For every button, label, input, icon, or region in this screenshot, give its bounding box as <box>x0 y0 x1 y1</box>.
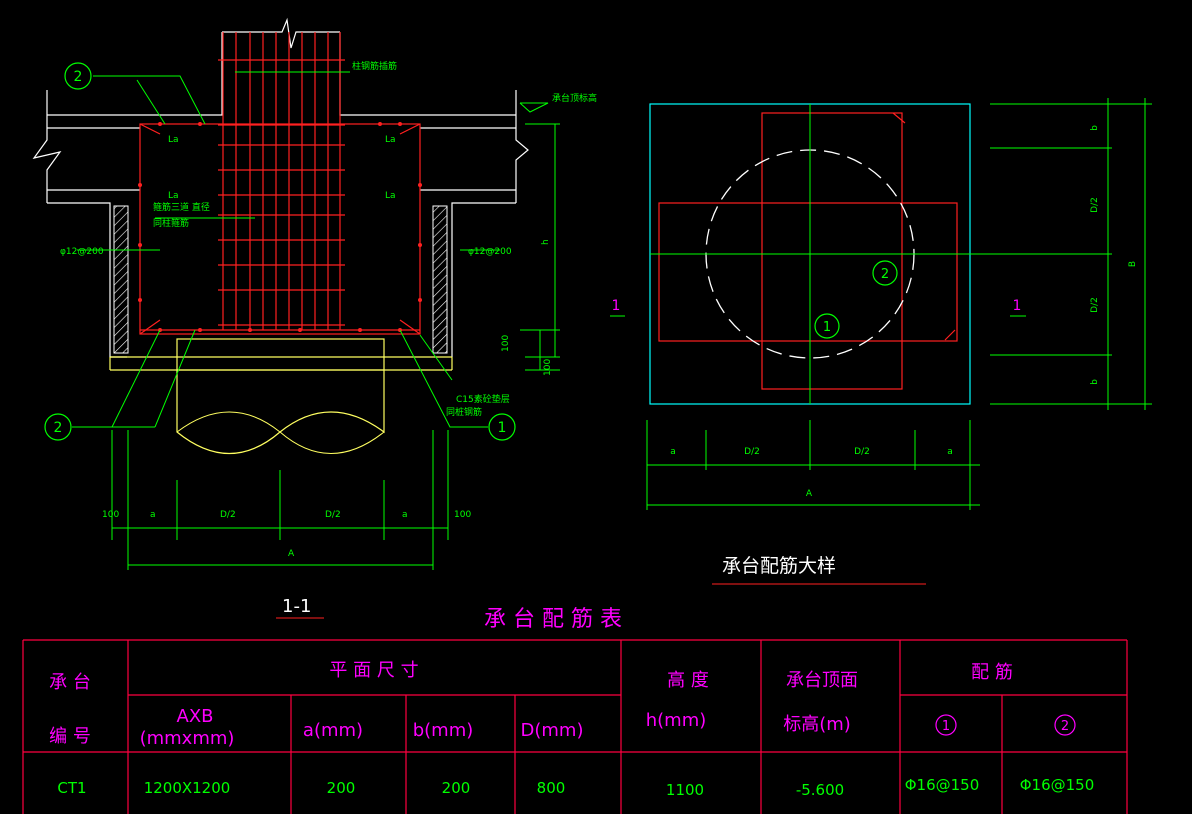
hdr-id-1: 承 台 <box>49 672 91 693</box>
rebar-dots <box>138 122 422 332</box>
table-row: CT1 1200X1200 200 200 800 1100 -5.600 Φ1… <box>57 776 1094 799</box>
marker-2-bottom-circle <box>44 413 72 441</box>
marker-1-circle <box>488 413 516 441</box>
marker-1-label: 1 <box>498 420 507 436</box>
hdr-d: D(mm) <box>521 720 584 741</box>
rebar-right-label: φ12@200 <box>468 247 512 257</box>
cell-d: 800 <box>537 779 566 797</box>
hdr-b: b(mm) <box>413 720 474 741</box>
hdr-r1-circle <box>935 714 957 736</box>
dim-a-right: a <box>402 510 408 520</box>
right-wall-hatch <box>432 205 448 354</box>
plan-axes <box>610 98 1152 510</box>
stirrup-note-1: 箍筋三道 直径 <box>153 201 210 213</box>
cell-r2: Φ16@150 <box>1020 776 1095 794</box>
hdr-plan: 平 面 尺 寸 <box>329 660 418 681</box>
dim-d2-left: D/2 <box>220 510 236 520</box>
rebar-cage <box>139 32 421 335</box>
la-label-4: La <box>385 191 396 201</box>
rebar-table: 承 台 配 筋 表 承 台 编 号 平 面 尺 寸 AXB (mmxmm) a(… <box>22 607 1128 814</box>
cell-id: CT1 <box>57 779 86 797</box>
cell-h: 1100 <box>666 781 704 799</box>
cushion-note: C15素砼垫层 <box>456 393 510 405</box>
dim-a-left: a <box>150 510 156 520</box>
cell-a: 200 <box>327 779 356 797</box>
hdr-id-2: 编 号 <box>49 726 91 747</box>
pile-note: 同桩钢筋 <box>446 406 482 418</box>
hdr-a: a(mm) <box>303 720 363 741</box>
table-title: 承 台 配 筋 表 <box>484 607 622 632</box>
dim-A: A <box>288 549 295 559</box>
hdr-axb-2: (mmxmm) <box>140 728 235 749</box>
hdr-axb-1: AXB <box>177 706 214 727</box>
plan-title: 承台配筋大样 <box>722 555 836 577</box>
plan-dim-a-left: a <box>670 447 676 457</box>
top-note: 柱钢筋插筋 <box>352 60 397 72</box>
hdr-elev-2: 标高(m) <box>783 714 851 735</box>
plan-markers <box>814 260 898 339</box>
table-grid <box>22 639 1128 814</box>
plan-marker-1-circle <box>814 313 840 339</box>
hdr-h-2: h(mm) <box>646 710 707 731</box>
hdr-r2: 2 <box>1061 719 1069 734</box>
dim-100-v1: 100 <box>501 335 511 352</box>
stirrup-note-2: 同柱箍筋 <box>153 217 189 229</box>
cell-axb: 1200X1200 <box>144 779 231 797</box>
left-wall-hatch <box>113 205 129 354</box>
plan-rebar <box>658 112 958 390</box>
cell-r1: Φ16@150 <box>905 776 980 794</box>
hdr-elev-1: 承台顶面 <box>786 670 858 691</box>
plan-marker-2-circle <box>872 260 898 286</box>
plan-dim-A: A <box>806 489 813 499</box>
plan-dim-d2-bottom: D/2 <box>1090 297 1100 313</box>
plan-view: 2 1 a D/2 D/2 a A b D/2 D/2 b B 1 1 承台配筋… <box>610 98 1152 585</box>
plan-dim-b-bottom: b <box>1090 379 1100 385</box>
hdr-r2-circle <box>1054 714 1076 736</box>
plan-dim-a-right: a <box>947 447 953 457</box>
dim-d2-right: D/2 <box>325 510 341 520</box>
marker-2-top-label: 2 <box>74 69 83 85</box>
plan-cut-right: 1 <box>1013 298 1022 314</box>
hdr-h-1: 高 度 <box>667 670 709 691</box>
dim-100-left: 100 <box>102 510 119 520</box>
section-markers <box>44 62 516 441</box>
hdr-rebar: 配 筋 <box>971 662 1013 683</box>
section-title: 1-1 <box>282 596 311 617</box>
section-leaders <box>72 71 560 570</box>
hdr-r1: 1 <box>942 719 950 734</box>
h-label: h <box>541 239 551 245</box>
plan-dim-B: B <box>1128 261 1138 267</box>
cell-elev: -5.600 <box>796 781 844 799</box>
la-label-3: La <box>168 191 179 201</box>
cell-b: 200 <box>442 779 471 797</box>
structure-outline <box>32 17 529 358</box>
dim-100-right: 100 <box>454 510 471 520</box>
marker-2-top-circle <box>64 62 92 90</box>
section-view: 2 2 1 柱钢筋插筋 承台顶标高 La La La La 箍筋三道 直径 同柱… <box>32 17 597 619</box>
plan-dim-b-top: b <box>1090 125 1100 131</box>
elev-note: 承台顶标高 <box>552 92 597 104</box>
plan-dim-d2-top: D/2 <box>1090 197 1100 213</box>
plan-dim-d2-left: D/2 <box>744 447 760 457</box>
plan-dim-d2-right: D/2 <box>854 447 870 457</box>
marker-2-bottom-label: 2 <box>54 420 63 436</box>
cushion-and-pile <box>109 338 453 455</box>
plan-cut-left: 1 <box>612 298 621 314</box>
la-label-1: La <box>168 135 179 145</box>
la-label-2: La <box>385 135 396 145</box>
rebar-left-label: φ12@200 <box>60 247 104 257</box>
plan-marker-1-label: 1 <box>823 320 831 335</box>
dim-100-v2: 100 <box>543 359 553 376</box>
plan-marker-2-label: 2 <box>881 267 889 282</box>
